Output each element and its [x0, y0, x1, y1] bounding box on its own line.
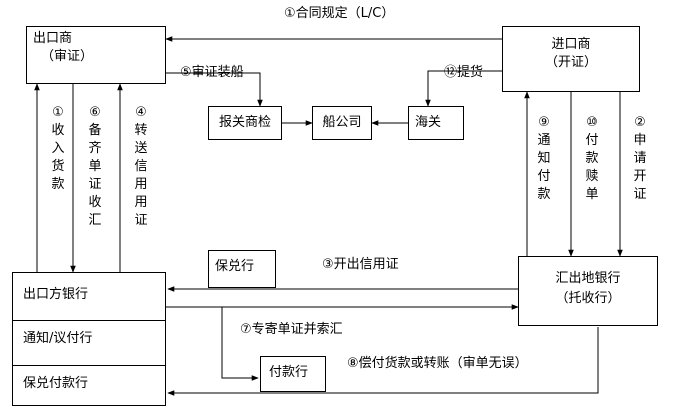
exporter-title: 出口商 — [33, 31, 73, 46]
importer-node: 进口商 （开证） — [502, 26, 640, 92]
flow-label-apply: ②申请开证 — [633, 115, 647, 202]
shipping-node: 船公司 — [312, 106, 372, 140]
exporter-bank-node: 出口方银行 通知/议付行 保兑付款行 — [12, 272, 166, 406]
exporter-bank-row2: 通知/议付行 — [23, 331, 93, 346]
confirming-bank-label: 保兑行 — [215, 259, 255, 274]
inspection-label: 报关商检 — [218, 115, 271, 130]
flow-label-pickup: ⑫提货 — [444, 65, 484, 80]
exporter-node: 出口商 （审证） — [26, 26, 166, 84]
paying-bank-label: 付款行 — [269, 365, 309, 380]
flow-label-forward: ④转送信用用证 — [134, 105, 148, 228]
exporter-bank-row3: 保兑付款行 — [23, 376, 89, 391]
customs-label: 海关 — [415, 115, 442, 130]
flow-label-pay: ⑩付款赎单 — [585, 115, 599, 202]
flow-label-docs: ⑥备齐单证收汇 — [88, 105, 102, 228]
flow-label-notify: ⑨通知付款 — [537, 115, 551, 202]
flow-label-send: ⑦专寄单证并索汇 — [240, 322, 343, 337]
exporter-bank-divider-2 — [13, 365, 165, 366]
remitting-bank-title: 汇出地银行 — [555, 271, 621, 286]
flow-label-ship: ⑤审证装船 — [180, 65, 244, 80]
remitting-bank-subtitle: （托收行） — [555, 291, 621, 306]
remitting-bank-node: 汇出地银行 （托收行） — [518, 256, 658, 326]
shipping-label: 船公司 — [322, 115, 362, 130]
importer-title: 进口商 — [551, 37, 591, 52]
exporter-subtitle: （审证） — [41, 49, 94, 64]
paying-bank-node: 付款行 — [260, 356, 326, 392]
importer-subtitle: （开证） — [544, 55, 597, 70]
flow-label-receive: ①收入货款 — [51, 105, 65, 192]
flow-label-issue: ③开出信用证 — [322, 257, 399, 272]
arrow-reimburse — [167, 327, 599, 396]
confirming-bank-node: 保兑行 — [208, 250, 276, 288]
arrow-pickup — [425, 70, 502, 107]
inspection-node: 报关商检 — [208, 106, 282, 140]
exporter-bank-divider-1 — [13, 320, 165, 321]
exporter-bank-row1: 出口方银行 — [23, 287, 89, 302]
arrow-send-branch — [221, 307, 259, 381]
arrow-ship — [166, 72, 263, 107]
customs-node: 海关 — [408, 106, 464, 140]
flow-label-contract: ①合同规定（L/C） — [284, 6, 395, 21]
flow-label-reimburse: ⑧偿付货款或转账（审单无误） — [347, 356, 528, 371]
